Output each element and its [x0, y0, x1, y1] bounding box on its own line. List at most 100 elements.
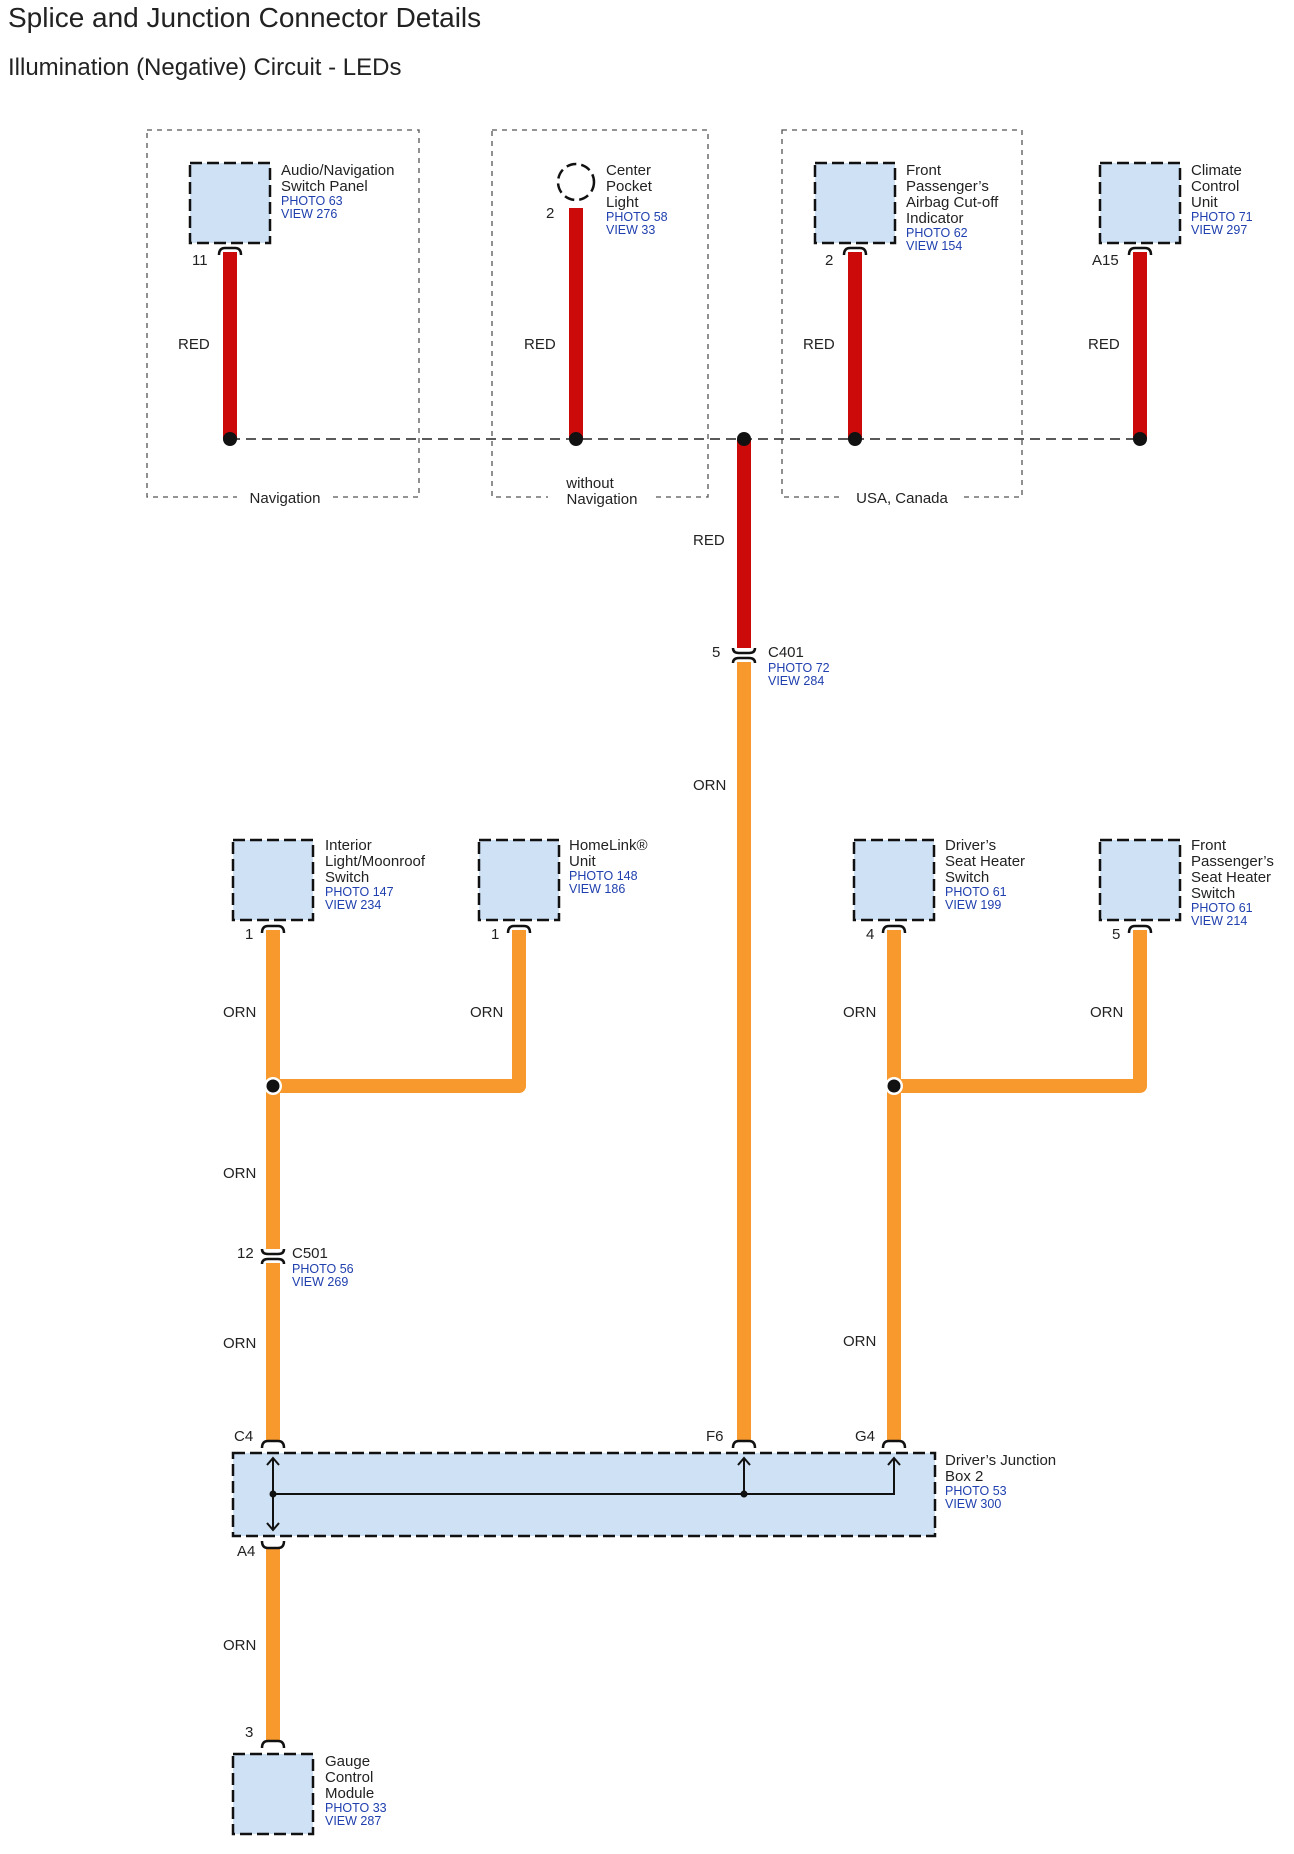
svg-text:Audio/Navigation: Audio/Navigation	[281, 162, 394, 179]
junction-box-label: Driver’s Junction Box 2 PHOTO 53 VIEW 30…	[945, 1452, 1056, 1511]
without-navigation-label-line2: Navigation	[567, 491, 638, 508]
page-title: Splice and Junction Connector Details	[8, 2, 482, 33]
svg-text:Passenger’s: Passenger’s	[906, 178, 989, 195]
svg-text:PHOTO 61: PHOTO 61	[945, 885, 1007, 899]
airbag-cutoff-indicator	[813, 161, 897, 245]
pin-label-g4: G4	[855, 1428, 875, 1445]
svg-text:C401: C401	[768, 644, 804, 661]
audio-nav-label: Audio/Navigation Switch Panel PHOTO 63 V…	[281, 162, 394, 221]
svg-text:VIEW 269: VIEW 269	[292, 1275, 348, 1289]
svg-text:VIEW 199: VIEW 199	[945, 898, 1001, 912]
svg-text:Front: Front	[906, 162, 942, 179]
gauge-control-module	[231, 1752, 315, 1836]
svg-text:Box 2: Box 2	[945, 1468, 983, 1485]
pin-terminal	[881, 924, 907, 934]
splice-point	[266, 1079, 280, 1093]
pin-terminal-a4	[260, 1540, 286, 1550]
c501-connector	[260, 1248, 286, 1265]
svg-text:VIEW 287: VIEW 287	[325, 1814, 381, 1828]
svg-text:Airbag Cut-off: Airbag Cut-off	[906, 194, 999, 211]
wire-color-label: RED	[524, 336, 556, 353]
svg-text:VIEW 214: VIEW 214	[1191, 914, 1247, 928]
without-navigation-label-line1: without	[565, 475, 614, 492]
svg-text:Gauge: Gauge	[325, 1753, 370, 1770]
pin-label: 3	[245, 1724, 253, 1741]
pin-terminal-c4	[260, 1439, 286, 1449]
center-pocket-label: Center Pocket Light PHOTO 58 VIEW 33	[606, 162, 668, 237]
svg-text:Control: Control	[325, 1769, 373, 1786]
c401-label: C401 PHOTO 72 VIEW 284	[768, 644, 830, 688]
wire-color-label: ORN	[223, 1637, 256, 1654]
svg-text:Switch: Switch	[945, 869, 989, 886]
svg-text:Front: Front	[1191, 837, 1227, 854]
pin-label: 4	[866, 926, 874, 943]
svg-text:PHOTO 72: PHOTO 72	[768, 661, 830, 675]
pin-terminal	[842, 246, 868, 256]
svg-text:Seat Heater: Seat Heater	[945, 853, 1025, 870]
pin-label: 1	[491, 926, 499, 943]
svg-text:Center: Center	[606, 162, 651, 179]
svg-text:Module: Module	[325, 1785, 374, 1802]
svg-text:VIEW 186: VIEW 186	[569, 882, 625, 896]
climate-control-unit	[1098, 161, 1182, 245]
pin-terminal	[260, 1739, 286, 1749]
svg-text:VIEW 234: VIEW 234	[325, 898, 381, 912]
svg-text:Pocket: Pocket	[606, 178, 653, 195]
jb-internal-node	[740, 1490, 748, 1498]
usa-canada-option-label: USA, Canada	[856, 490, 948, 507]
driver-seat-heater-label: Driver’s Seat Heater Switch PHOTO 61 VIE…	[945, 837, 1025, 912]
pin-terminal-f6	[731, 1439, 757, 1449]
drivers-seat-heater-switch	[852, 838, 936, 922]
pin-label: 11	[192, 252, 208, 269]
pin-label: 2	[546, 205, 554, 222]
pin-label: A15	[1092, 252, 1119, 269]
svg-text:PHOTO 58: PHOTO 58	[606, 210, 668, 224]
center-pocket-light-bulb	[556, 162, 596, 202]
jb-arrow-a4	[266, 1522, 280, 1532]
wire-color-label: ORN	[223, 1004, 256, 1021]
page-subtitle: Illumination (Negative) Circuit - LEDs	[8, 54, 402, 81]
pin-label: 5	[712, 644, 720, 661]
svg-text:VIEW 33: VIEW 33	[606, 223, 655, 237]
svg-text:Passenger’s: Passenger’s	[1191, 853, 1274, 870]
without-navigation-option-box	[491, 129, 709, 498]
c401-connector	[731, 647, 757, 664]
jb-arrow-c4	[266, 1456, 280, 1466]
climate-control-label: Climate Control Unit PHOTO 71 VIEW 297	[1191, 162, 1253, 237]
jb-internal-bus	[273, 1458, 895, 1495]
svg-text:VIEW 297: VIEW 297	[1191, 223, 1247, 237]
wire-passenger-seat	[894, 930, 1147, 1093]
svg-text:PHOTO 62: PHOTO 62	[906, 226, 968, 240]
pin-terminal	[260, 924, 286, 934]
svg-text:Interior: Interior	[325, 837, 372, 854]
splice-point	[737, 432, 751, 446]
pin-label: 1	[245, 926, 253, 943]
wire-color-label: RED	[693, 532, 725, 549]
svg-text:Climate: Climate	[1191, 162, 1242, 179]
pin-label-a4: A4	[237, 1543, 255, 1560]
svg-text:VIEW 284: VIEW 284	[768, 674, 824, 688]
svg-text:PHOTO 148: PHOTO 148	[569, 869, 638, 883]
svg-text:Light: Light	[606, 194, 639, 211]
svg-text:PHOTO 71: PHOTO 71	[1191, 210, 1253, 224]
svg-text:PHOTO 53: PHOTO 53	[945, 1484, 1007, 1498]
pin-terminal	[217, 246, 243, 256]
jb-internal-node	[269, 1490, 277, 1498]
jb-arrow-f6	[737, 1456, 751, 1466]
pin-label: 12	[237, 1245, 254, 1262]
svg-text:Switch: Switch	[325, 869, 369, 886]
wire-color-label: ORN	[843, 1004, 876, 1021]
wire-color-label: ORN	[843, 1333, 876, 1350]
homelink-label: HomeLink® Unit PHOTO 148 VIEW 186	[569, 837, 648, 896]
svg-text:Unit: Unit	[1191, 194, 1219, 211]
svg-text:PHOTO 63: PHOTO 63	[281, 194, 343, 208]
wire-color-label: ORN	[470, 1004, 503, 1021]
svg-text:Driver’s Junction: Driver’s Junction	[945, 1452, 1056, 1469]
svg-text:Switch Panel: Switch Panel	[281, 178, 368, 195]
svg-text:Indicator: Indicator	[906, 210, 964, 227]
svg-text:Unit: Unit	[569, 853, 597, 870]
pin-label-c4: C4	[234, 1428, 253, 1445]
svg-text:C501: C501	[292, 1245, 328, 1262]
svg-text:Light/Moonroof: Light/Moonroof	[325, 853, 426, 870]
wire-color-label: RED	[803, 336, 835, 353]
